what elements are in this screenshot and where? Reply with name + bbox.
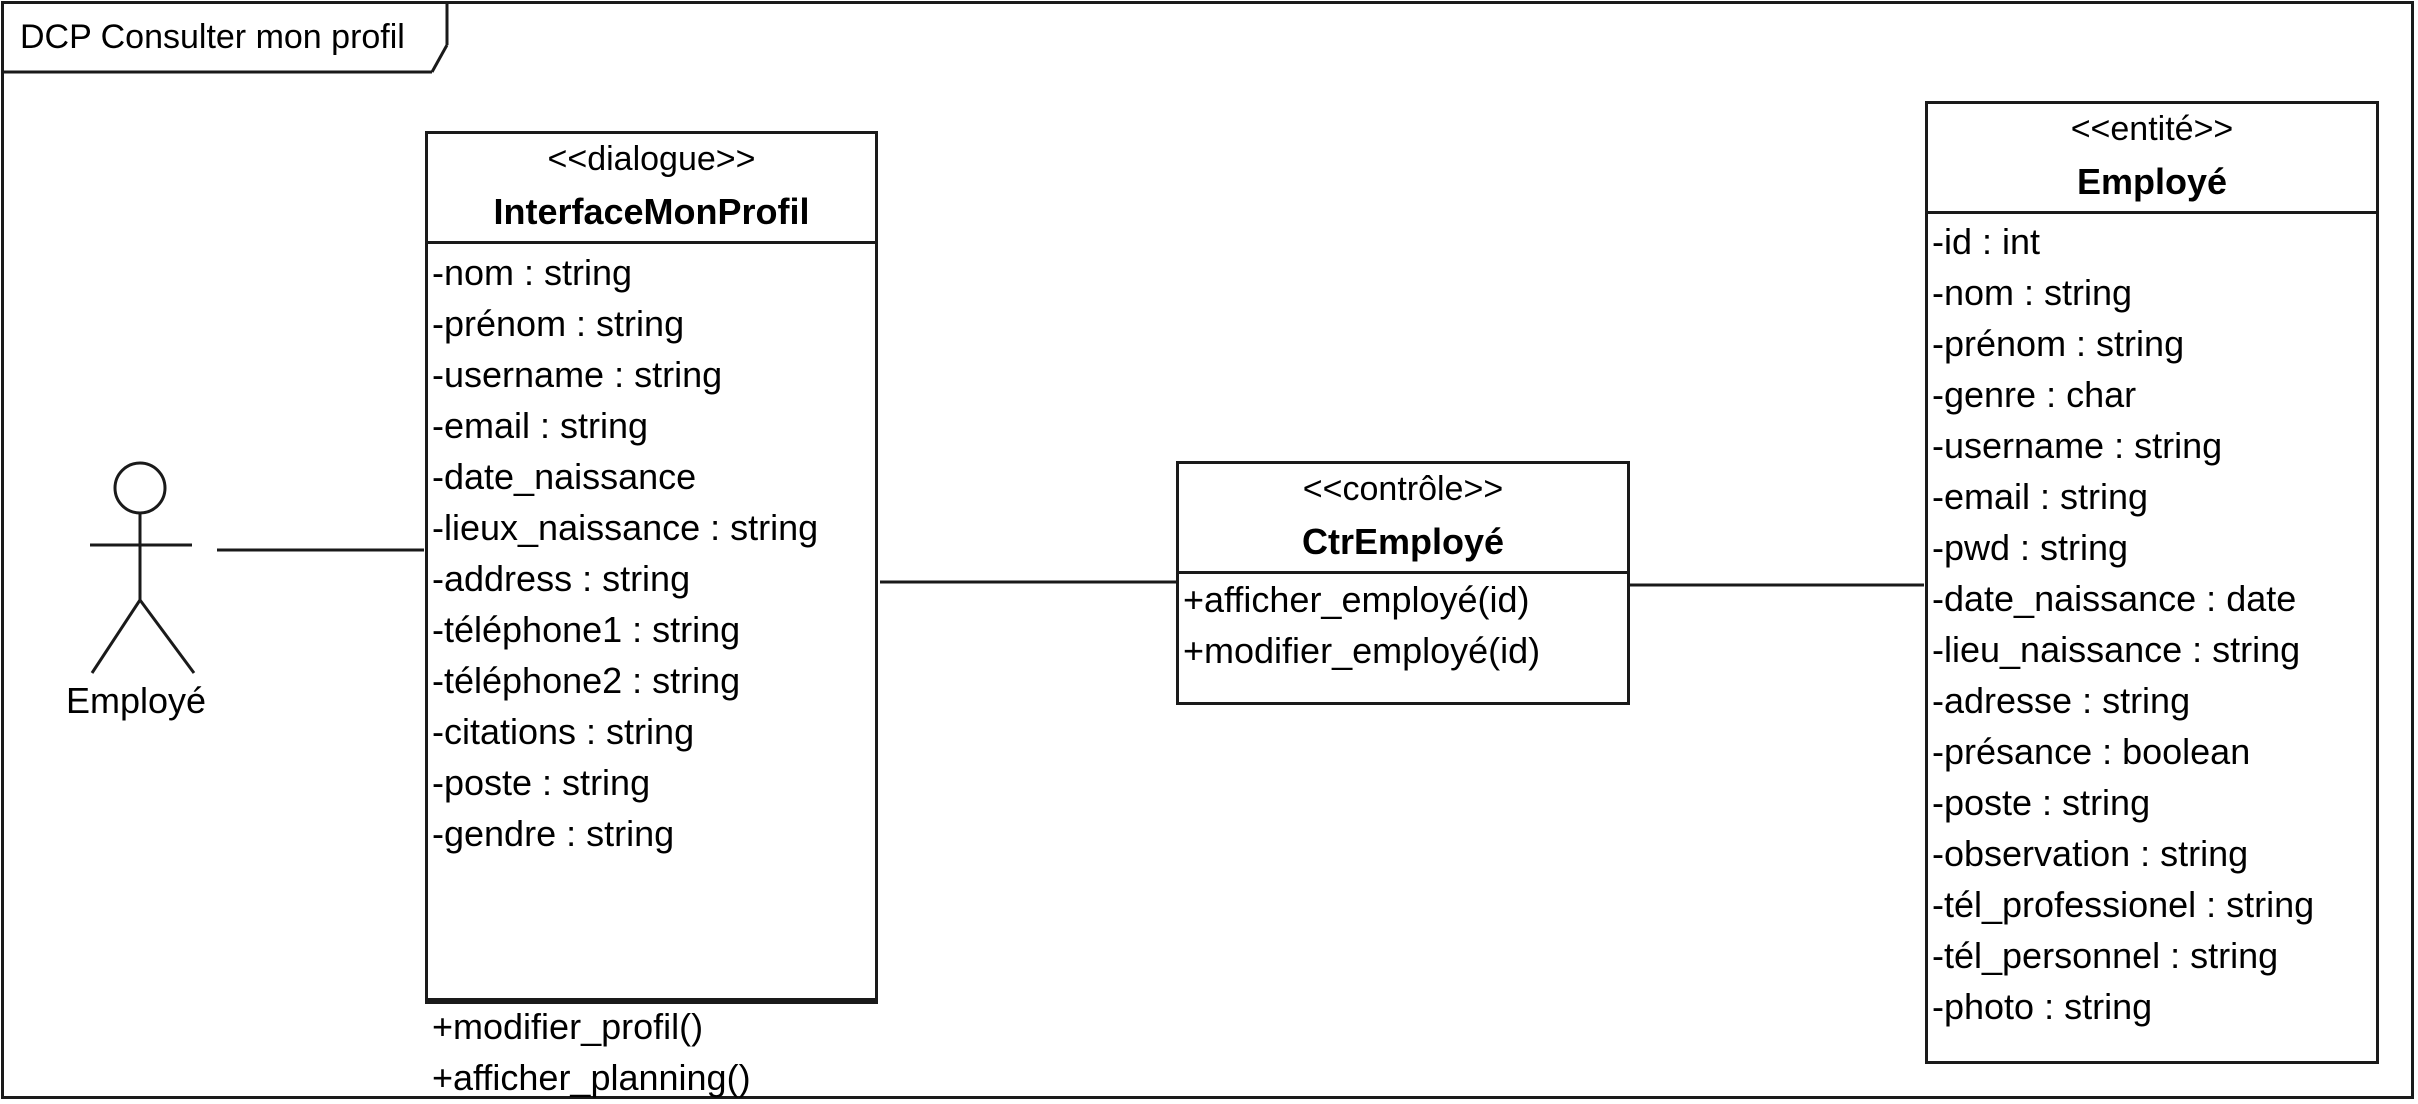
class-name: Employé (2076, 161, 2228, 202)
attribute: -tél_personnel : string (1932, 935, 2279, 976)
class-ctr-employe: <<contrôle>> CtrEmployé +afficher_employ… (1176, 461, 1630, 705)
class-header: <<entité>> Employé (1928, 104, 2376, 214)
attribute: -nom : string (1932, 272, 2133, 313)
frame-title: DCP Consulter mon profil (20, 18, 405, 56)
attribute: -genre : char (1932, 374, 2137, 415)
attribute: -adresse : string (1932, 680, 2191, 721)
attribute: -observation : string (1932, 833, 2249, 874)
actor-left-leg (90, 599, 142, 674)
operation: +afficher_employé(id) (1183, 579, 1530, 620)
attribute: -lieu_naissance : string (1932, 629, 2301, 670)
class-header: <<dialogue>> InterfaceMonProfil (428, 134, 875, 244)
actor-right-leg (138, 599, 196, 674)
attribute: -nom : string (432, 252, 633, 293)
operation: +modifier_profil() (432, 1006, 704, 1047)
attribute: -citations : string (432, 711, 695, 752)
operations-compartment: +modifier_profil() +afficher_planning() (428, 1001, 875, 1103)
actor-label: Employé (66, 680, 207, 721)
frame-tab-diagonal-edge (430, 44, 449, 73)
class-stereotype: <<contrôle>> (1302, 470, 1504, 508)
attribute: -photo : string (1932, 986, 2153, 1027)
class-header: <<contrôle>> CtrEmployé (1179, 464, 1627, 574)
attribute: -poste : string (432, 762, 651, 803)
attribute: -lieux_naissance : string (432, 507, 819, 548)
attributes-compartment: -id : int -nom : string -prénom : string… (1928, 214, 2376, 1032)
attribute: -email : string (1932, 476, 2149, 517)
operation: +modifier_employé(id) (1183, 630, 1541, 671)
attribute: -gendre : string (432, 813, 675, 854)
attribute: -pwd : string (1932, 527, 2129, 568)
attribute: -prénom : string (432, 303, 685, 344)
attribute: -email : string (432, 405, 649, 446)
attribute: -date_naissance (432, 456, 697, 497)
attribute: -date_naissance : date (1932, 578, 2297, 619)
operation: +afficher_planning() (432, 1057, 751, 1098)
attribute: -téléphone2 : string (432, 660, 741, 701)
attribute: -id : int (1932, 221, 2041, 262)
attribute: -téléphone1 : string (432, 609, 741, 650)
class-stereotype: <<dialogue>> (547, 140, 756, 178)
attribute: -address : string (432, 558, 691, 599)
class-name: InterfaceMonProfil (493, 191, 810, 232)
attribute: -username : string (432, 354, 723, 395)
attribute: -prénom : string (1932, 323, 2185, 364)
attribute: -poste : string (1932, 782, 2151, 823)
attributes-compartment: -nom : string -prénom : string -username… (428, 244, 875, 1001)
attribute: -présance : boolean (1932, 731, 2251, 772)
class-employe-entite: <<entité>> Employé -id : int -nom : stri… (1925, 101, 2379, 1064)
attribute: -username : string (1932, 425, 2223, 466)
operations-compartment: +afficher_employé(id) +modifier_employé(… (1179, 574, 1627, 676)
class-interface-mon-profil: <<dialogue>> InterfaceMonProfil -nom : s… (425, 131, 878, 1098)
attribute: -tél_professionel : string (1932, 884, 2315, 925)
class-name: CtrEmployé (1301, 521, 1505, 562)
class-stereotype: <<entité>> (2070, 110, 2234, 148)
